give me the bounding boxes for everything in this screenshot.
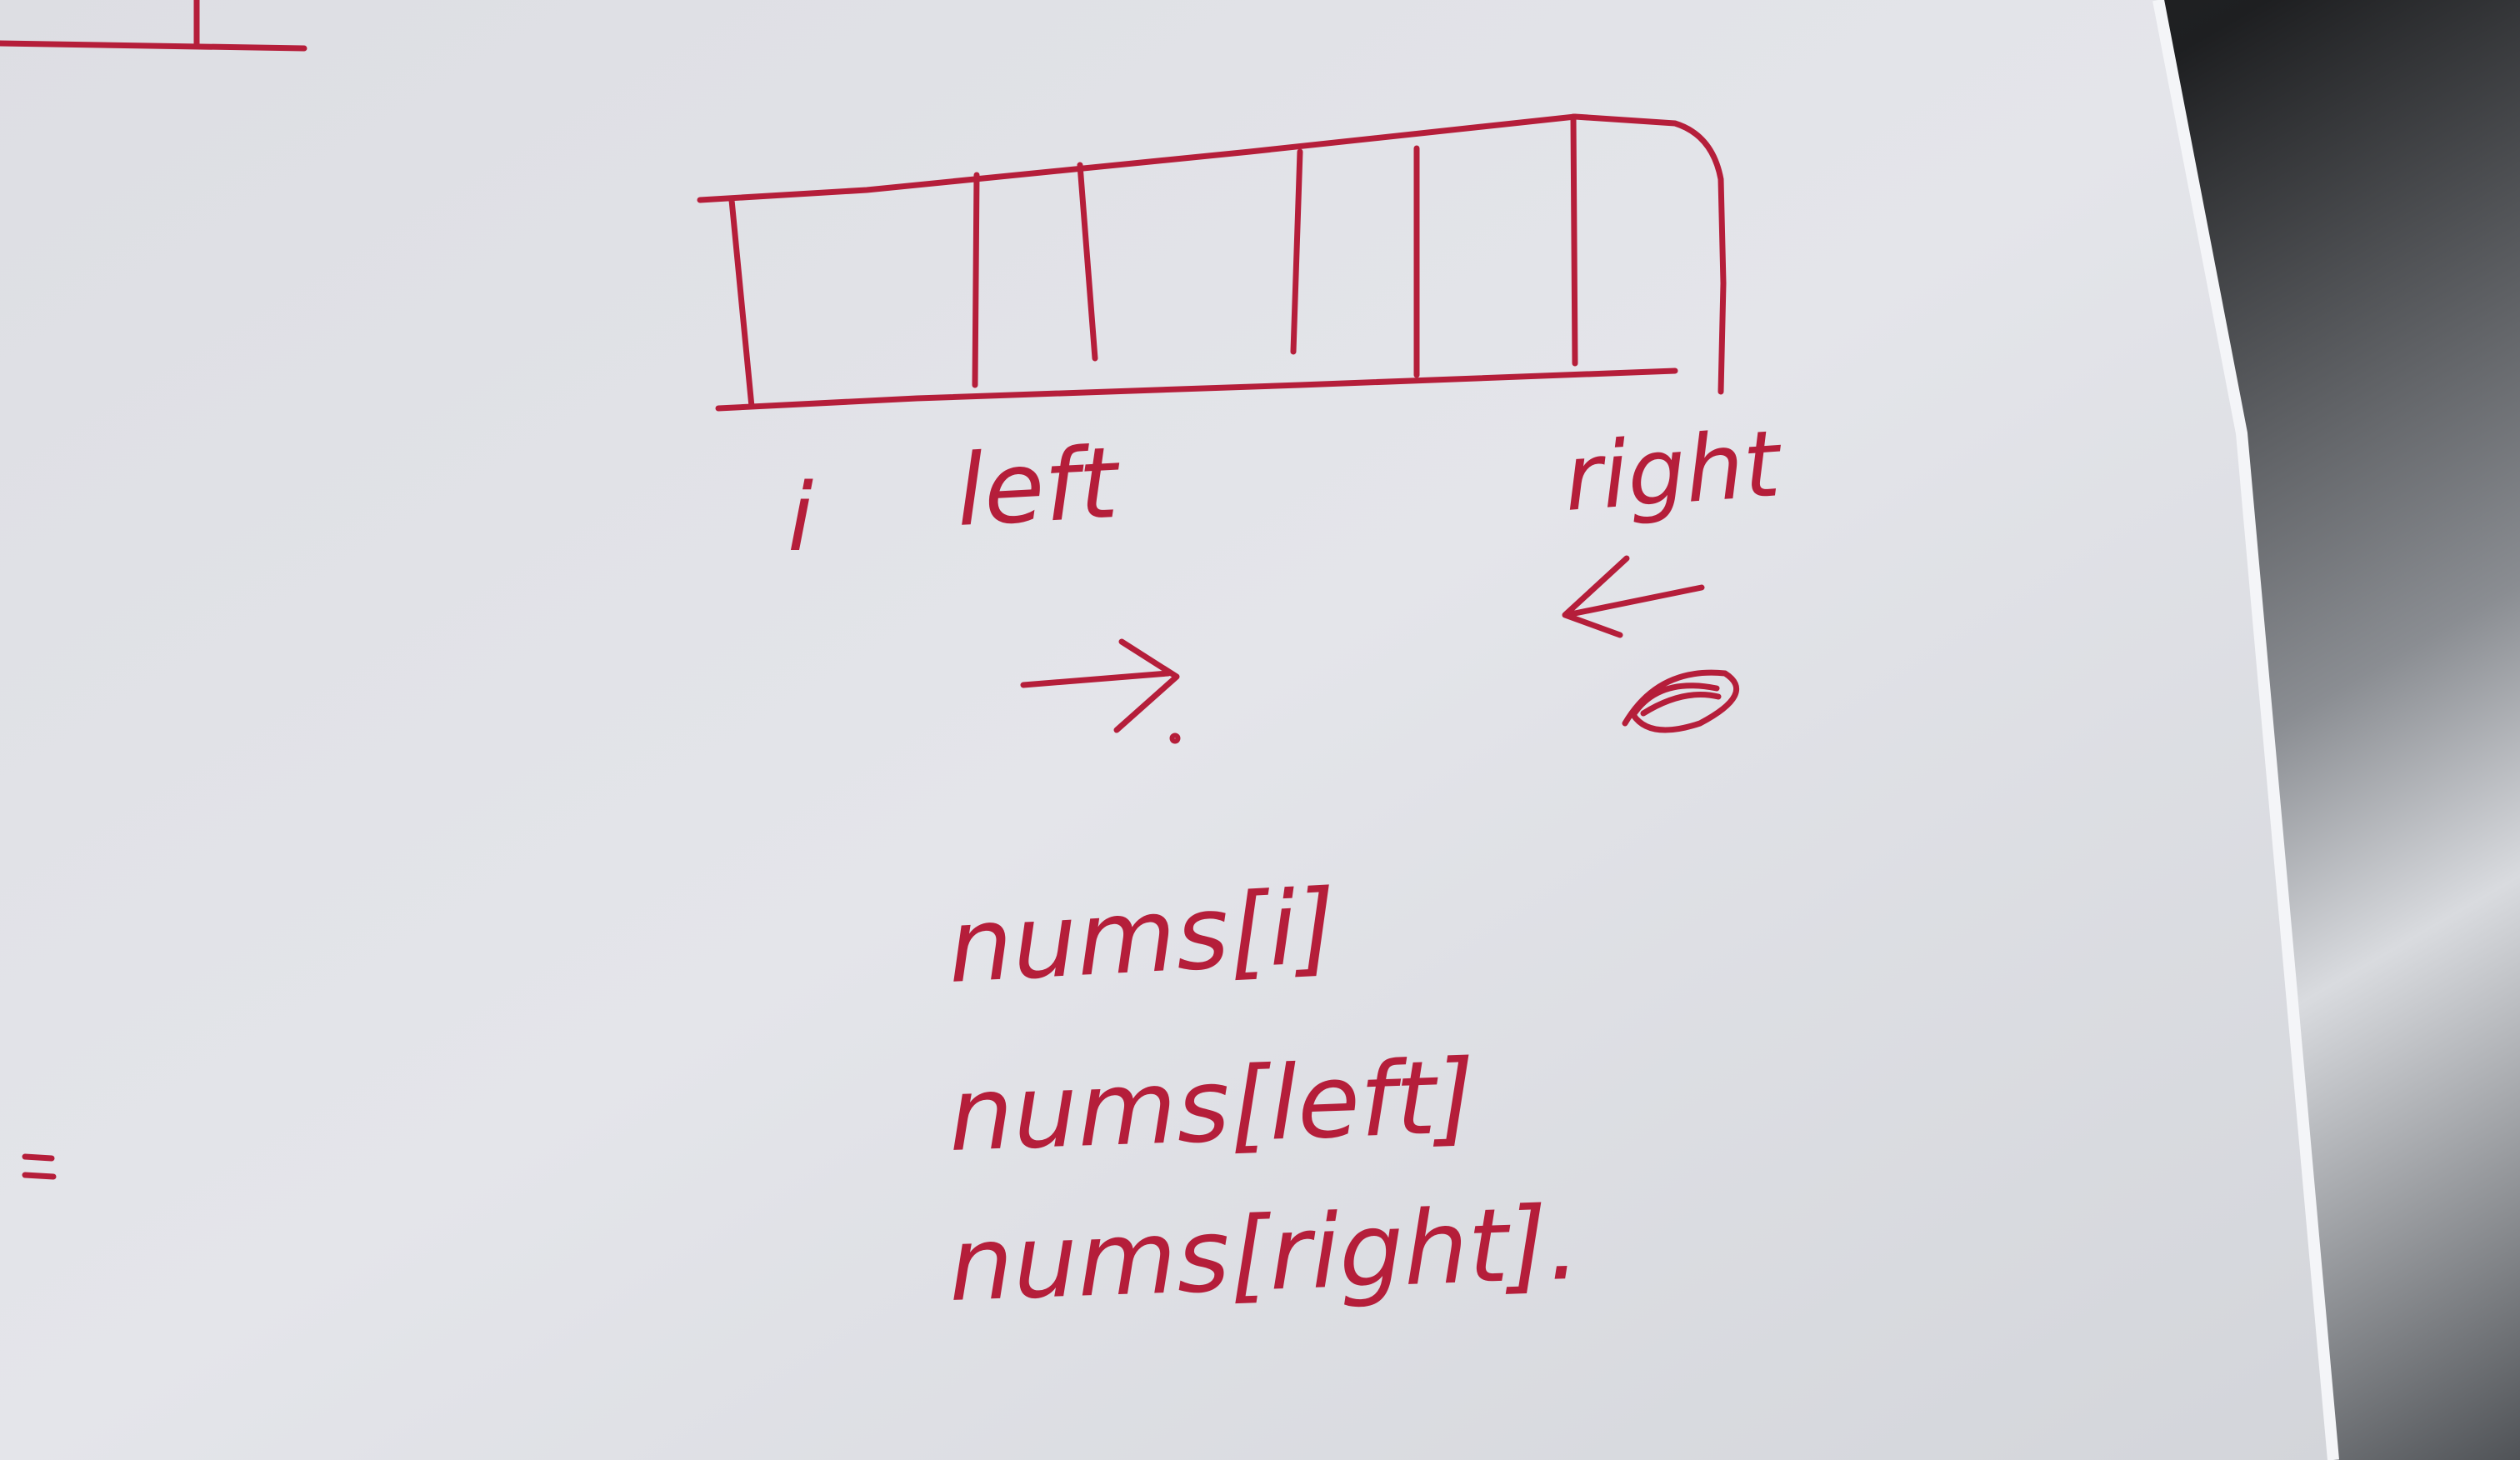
- pointer-label-right: right: [1561, 410, 1787, 532]
- ink-drawing: [0, 0, 1740, 1180]
- equal-sign-fragment: [22, 1153, 57, 1180]
- pointer-label-left: left: [953, 425, 1123, 548]
- pointer-label-i: i: [788, 464, 813, 572]
- array-cell-divider: [972, 172, 980, 388]
- note-nums-right: nums[right].: [947, 1184, 1582, 1324]
- array-cell-divider: [1570, 113, 1578, 367]
- paper-page: [0, 0, 2333, 1460]
- note-nums-left: nums[left]: [947, 1038, 1478, 1174]
- arrow-left-moves-right: [1020, 638, 1180, 733]
- array-cell-divider: [1077, 162, 1098, 362]
- previous-sketch-fragment: [0, 0, 308, 52]
- pen-dot: [1169, 732, 1181, 744]
- scribble-mark: [1622, 669, 1740, 733]
- array-cell-divider: [1290, 148, 1303, 355]
- note-nums-i: nums[i]: [945, 868, 1339, 1006]
- paper-edge: [2152, 0, 2339, 1460]
- arrow-right-moves-left: [1562, 555, 1705, 638]
